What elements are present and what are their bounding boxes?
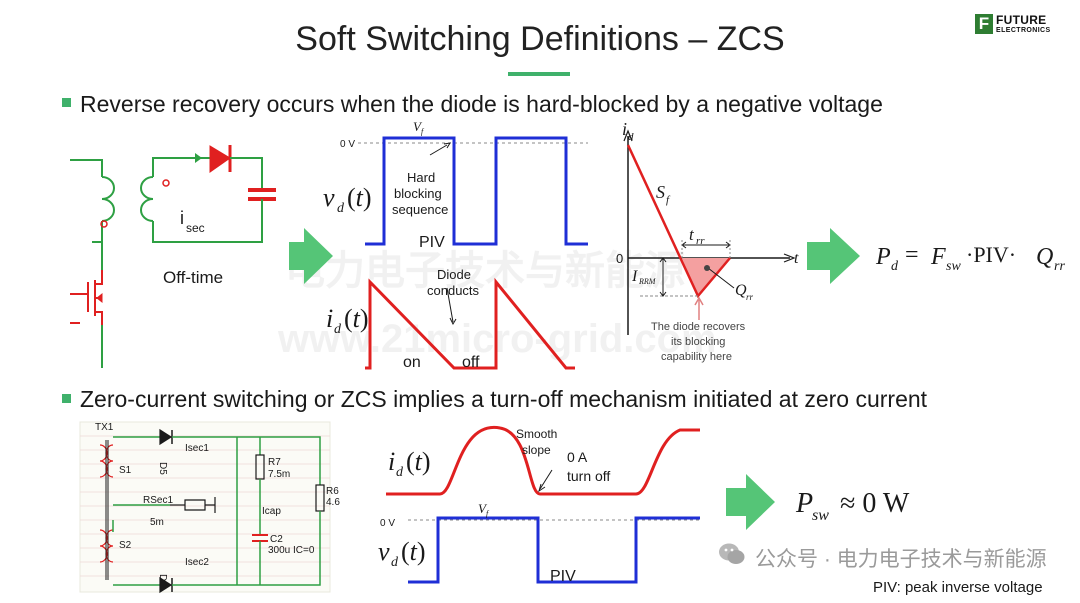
vd-label: v [323,183,335,212]
arrow-right-icon [289,228,333,284]
irrm-label: I [631,268,638,285]
c2-value: 300u IC=0 [268,545,315,556]
wechat-account-watermark: 公众号 · 电力电子技术与新能源 [755,548,1047,571]
d6-label: D6 [157,574,168,587]
id-subscript: d [334,322,342,337]
id-paren: (t) [344,304,369,333]
r7-value: 7.5m [268,469,290,480]
off-label: off [462,354,480,371]
zero-volt-label: 0 V [380,518,395,529]
on-label: on [403,354,421,371]
formula-pd-sub: d [891,259,899,274]
waveform-hard-blocking [358,136,588,370]
bullet-reverse-recovery: Reverse recovery occurs when the diode i… [80,91,883,117]
vd-subscript: d [337,201,345,216]
tx1-label: TX1 [95,422,114,433]
rsec1-value: 5m [150,517,164,528]
vf-subscript: f [421,127,425,136]
vd-paren: (t) [347,183,372,212]
d5-label: D5 [157,462,168,475]
circuit-zcs-schematic [79,421,331,594]
rsec1-label: RSec1 [143,495,173,506]
isec-subscript: sec [186,221,205,235]
wechat-icon [719,543,745,564]
recover-note-line3: capability here [661,351,732,363]
diode-conducts-line2: conducts [427,283,480,298]
formula-psw-p: P [795,488,813,519]
sf-subscript: f [666,194,671,206]
bullet-zcs: Zero-current switching or ZCS implies a … [80,386,928,412]
recover-note-line2: its blocking [671,336,725,348]
annot-hard-line2: blocking [394,186,442,201]
vf-label: V [413,119,423,134]
r7-label: R7 [268,457,281,468]
id-label: i [388,447,395,476]
qrr-subscript: rr [746,292,754,302]
piv-footnote: PIV: peak inverse voltage [873,579,1043,596]
isec1-label: Isec1 [185,443,209,454]
vf-label: V [478,501,488,516]
annot-hard-line3: sequence [392,202,448,217]
isec2-label: Isec2 [185,557,209,568]
piv-label: PIV [419,234,445,251]
vd-label: v [378,537,390,566]
icap-label: Icap [262,506,281,517]
future-logo-icon: F [975,14,993,34]
recover-note-line1: The diode recovers [651,321,746,333]
qrr-point [704,265,710,271]
t-axis-label: t [794,250,799,267]
logo-text-future: FUTURE [996,13,1047,27]
off-time-label: Off-time [163,268,223,287]
formula-equals: = [905,242,919,268]
isec-label: i [180,208,184,228]
s2-label: S2 [119,540,132,551]
trr-label: t [689,225,695,244]
reverse-recovery-chart [623,129,796,335]
bullet-marker [62,98,71,107]
vf-subscript: f [486,509,490,518]
formula-psw-sub: sw [812,507,829,524]
s1-label: S1 [119,465,132,476]
sf-label: S [656,182,665,202]
slide-title: Soft Switching Definitions – ZCS [295,20,785,58]
title-underline [508,72,570,76]
c2-label: C2 [270,534,283,545]
id-subscript: d [396,465,404,480]
zero-amp-line1: 0 A [567,449,588,465]
id-axis-subscript: d [628,131,634,143]
bullet-marker [62,394,71,403]
r6-value: 4.6 [326,497,340,508]
id-paren: (t) [406,447,431,476]
vd-paren: (t) [401,537,426,566]
id-label: i [326,304,333,333]
irrm-subscript: RRM [638,277,657,286]
trr-subscript: rr [696,235,705,247]
formula-pd-p: P [875,244,891,270]
annot-hard-line1: Hard [407,170,435,185]
arrow-right-icon [807,228,860,284]
formula-qrr-q: Q [1036,244,1053,270]
watermark-ghost-chinese: 电力电子技术与新能源 [285,249,685,293]
r6-label: R6 [326,486,339,497]
qrr-label: Q [735,282,747,299]
piv-label: PIV [550,568,576,585]
formula-fsw-sub: sw [946,259,961,274]
zero-volt-label: 0 V [340,139,355,150]
origin-label: 0 [616,251,623,266]
vd-subscript: d [391,555,399,570]
circuit-flyback [70,145,276,368]
logo-text-electronics: ELECTRONICS [996,27,1051,34]
id-axis-label: i [622,119,627,139]
smooth-slope-line1: Smooth [516,427,557,441]
diode-conducts-line1: Diode [437,267,471,282]
smooth-slope-line2: slope [522,443,551,457]
waveform-zcs [386,426,700,584]
formula-piv: ·PIV· [966,242,1016,267]
arrow-right-icon [726,474,775,530]
formula-fsw-f: F [930,244,946,270]
zero-amp-line2: turn off [567,468,610,484]
formula-approx-zero: ≈ 0 W [840,488,910,519]
formula-qrr-sub: rr [1054,259,1065,274]
